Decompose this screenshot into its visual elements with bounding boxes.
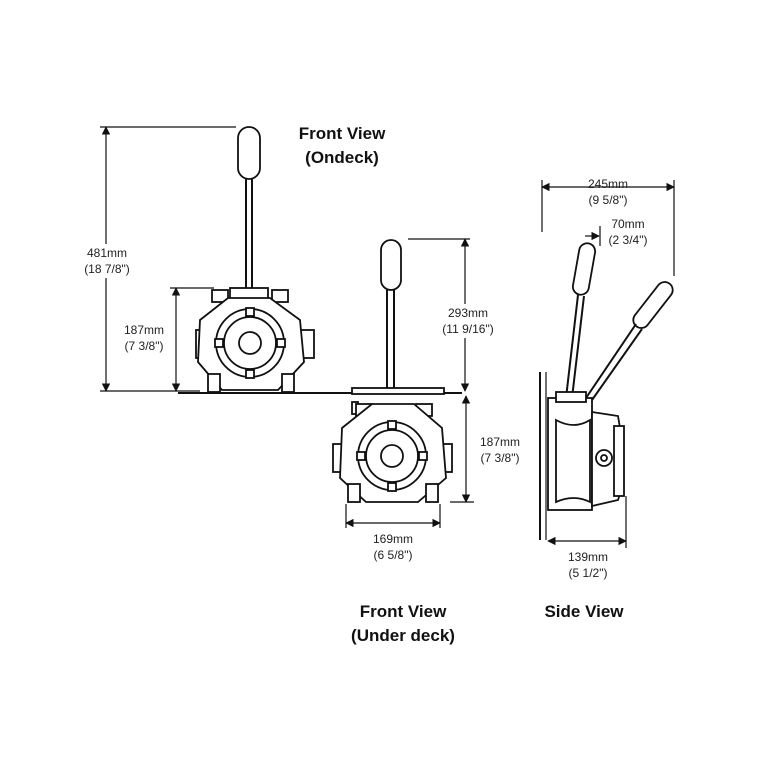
ondeck-pump-drawing [178, 126, 462, 394]
side-pump-drawing [539, 242, 674, 540]
underdeck-handle-dimension [408, 238, 500, 392]
underdeck-body-inch: (7 3/8") [481, 451, 520, 465]
side-offset-dimension [585, 226, 601, 246]
ondeck-body-dimension [118, 287, 214, 392]
ondeck-height-dimension [76, 126, 236, 392]
side-title: Side View [544, 602, 624, 621]
ondeck-height-mm: 481mm [87, 246, 127, 260]
underdeck-handle-mm: 293mm [448, 306, 488, 320]
side-offset-inch: (2 3/4") [609, 233, 648, 247]
underdeck-body-dimension [450, 395, 528, 503]
underdeck-width-dimension [345, 504, 441, 528]
underdeck-body-mm: 187mm [480, 435, 520, 449]
side-total-inch: (9 5/8") [589, 193, 628, 207]
side-base-mm: 139mm [568, 550, 608, 564]
side-base-inch: (5 1/2") [569, 566, 608, 580]
ondeck-height-inch: (18 7/8") [84, 262, 130, 276]
ondeck-title: Front View [299, 124, 386, 143]
ondeck-subtitle: (Ondeck) [305, 148, 379, 167]
underdeck-width-mm: 169mm [373, 532, 413, 546]
ondeck-body-inch: (7 3/8") [125, 339, 164, 353]
side-total-dimension [541, 180, 675, 276]
side-total-mm: 245mm [588, 177, 628, 191]
ondeck-body-mm: 187mm [124, 323, 164, 337]
underdeck-width-inch: (6 5/8") [374, 548, 413, 562]
underdeck-pump-drawing [332, 239, 453, 503]
side-base-dimension [547, 496, 627, 548]
side-offset-mm: 70mm [611, 217, 644, 231]
underdeck-title: Front View [360, 602, 447, 621]
underdeck-handle-inch: (11 9/16") [442, 322, 493, 336]
underdeck-subtitle: (Under deck) [351, 626, 455, 645]
